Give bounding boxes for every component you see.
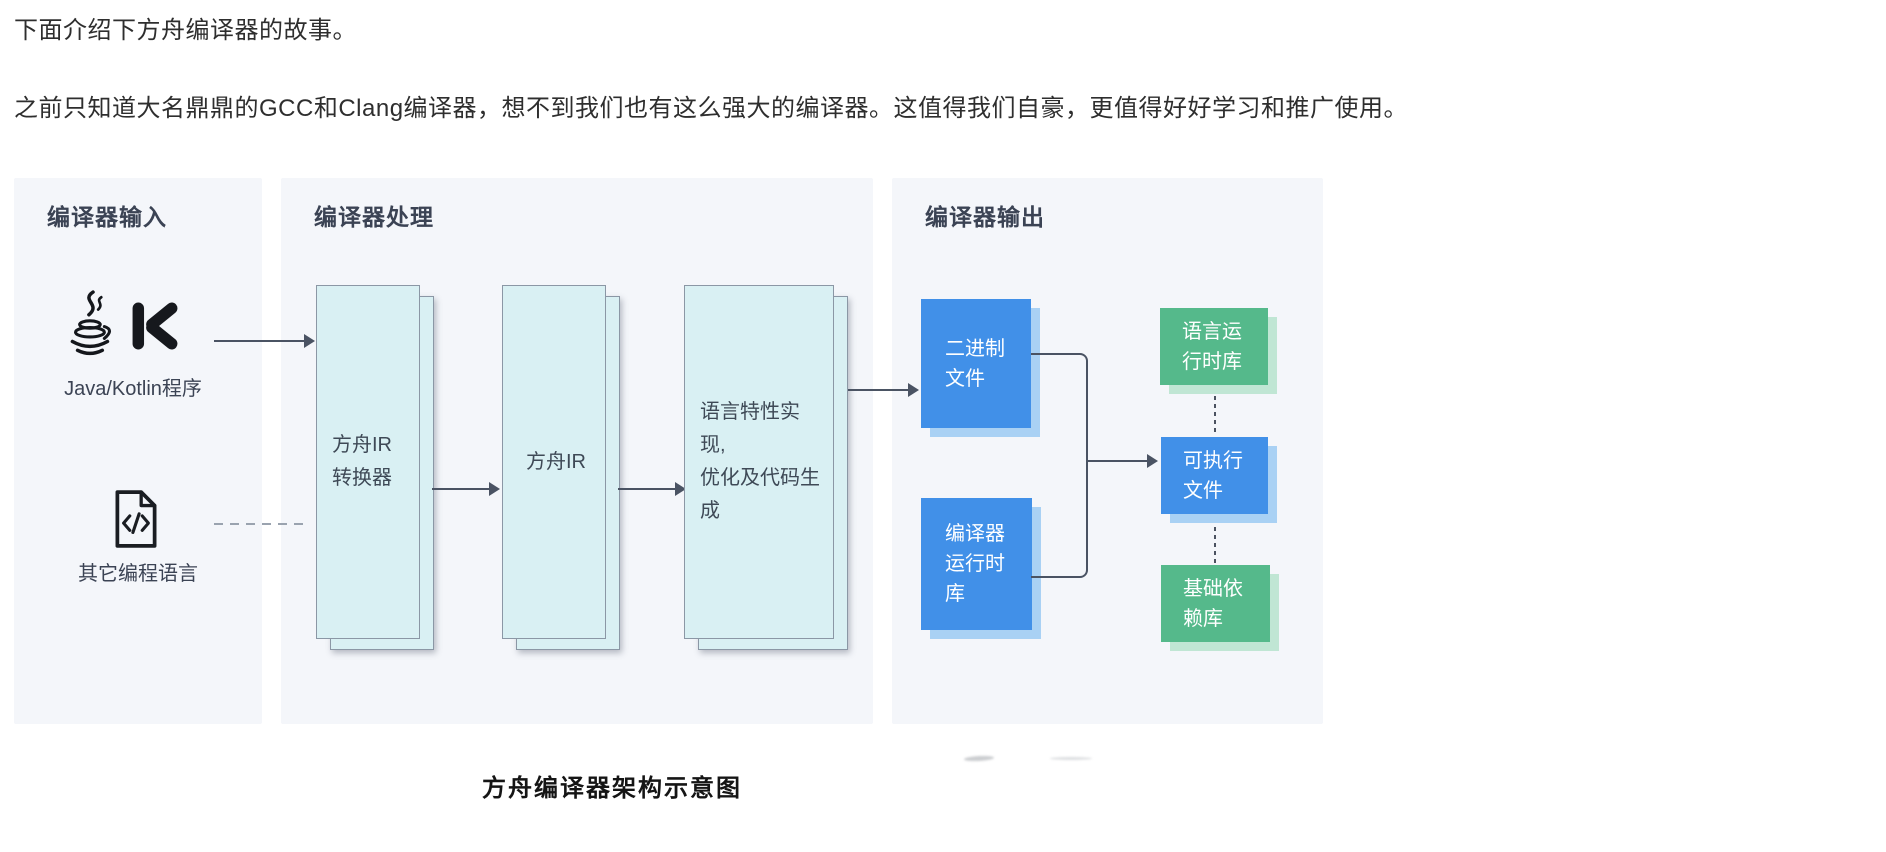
- other-language-label: 其它编程语言: [78, 563, 198, 585]
- panel-title-output: 编译器输出: [925, 204, 1045, 230]
- dotted-link-langlib-executable: [1214, 396, 1216, 434]
- dotted-link-executable-baselib: [1214, 527, 1216, 563]
- kotlin-icon: [131, 302, 179, 350]
- arrow-codegen-to-binary: [848, 382, 919, 398]
- box-executable-file: 可执行 文件: [1161, 437, 1277, 523]
- box-base-dependency-lib: 基础依 赖库: [1161, 565, 1279, 651]
- arrow-java-to-converter: [214, 333, 315, 349]
- box-language-runtime-lib: 语言运 行时库: [1160, 308, 1277, 394]
- code-file-icon: [112, 489, 160, 549]
- smudge-artifact: [1050, 757, 1092, 760]
- panel-title-input: 编译器输入: [47, 204, 167, 230]
- arrow-ir-to-codegen: [618, 481, 686, 497]
- intro-paragraph-1: 下面介绍下方舟编译器的故事。: [14, 17, 357, 44]
- panel-title-process: 编译器处理: [314, 204, 434, 230]
- java-icon: [66, 290, 118, 358]
- diagram-caption: 方舟编译器架构示意图: [482, 775, 742, 802]
- arrow-merge-to-executable: [1087, 453, 1158, 469]
- arrow-converter-to-ir: [432, 481, 500, 497]
- box-compiler-runtime-lib: 编译器 运行时 库: [921, 498, 1041, 639]
- smudge-artifact: [963, 755, 995, 762]
- bracket-merge-connector: [1031, 353, 1088, 578]
- box-binary-file: 二进制 文件: [921, 299, 1040, 437]
- java-kotlin-label: Java/Kotlin程序: [64, 378, 202, 400]
- dashed-line-other-languages: [214, 523, 308, 525]
- panel-compiler-input: [14, 178, 262, 724]
- intro-paragraph-2: 之前只知道大名鼎鼎的GCC和Clang编译器，想不到我们也有这么强大的编译器。这…: [14, 95, 1409, 122]
